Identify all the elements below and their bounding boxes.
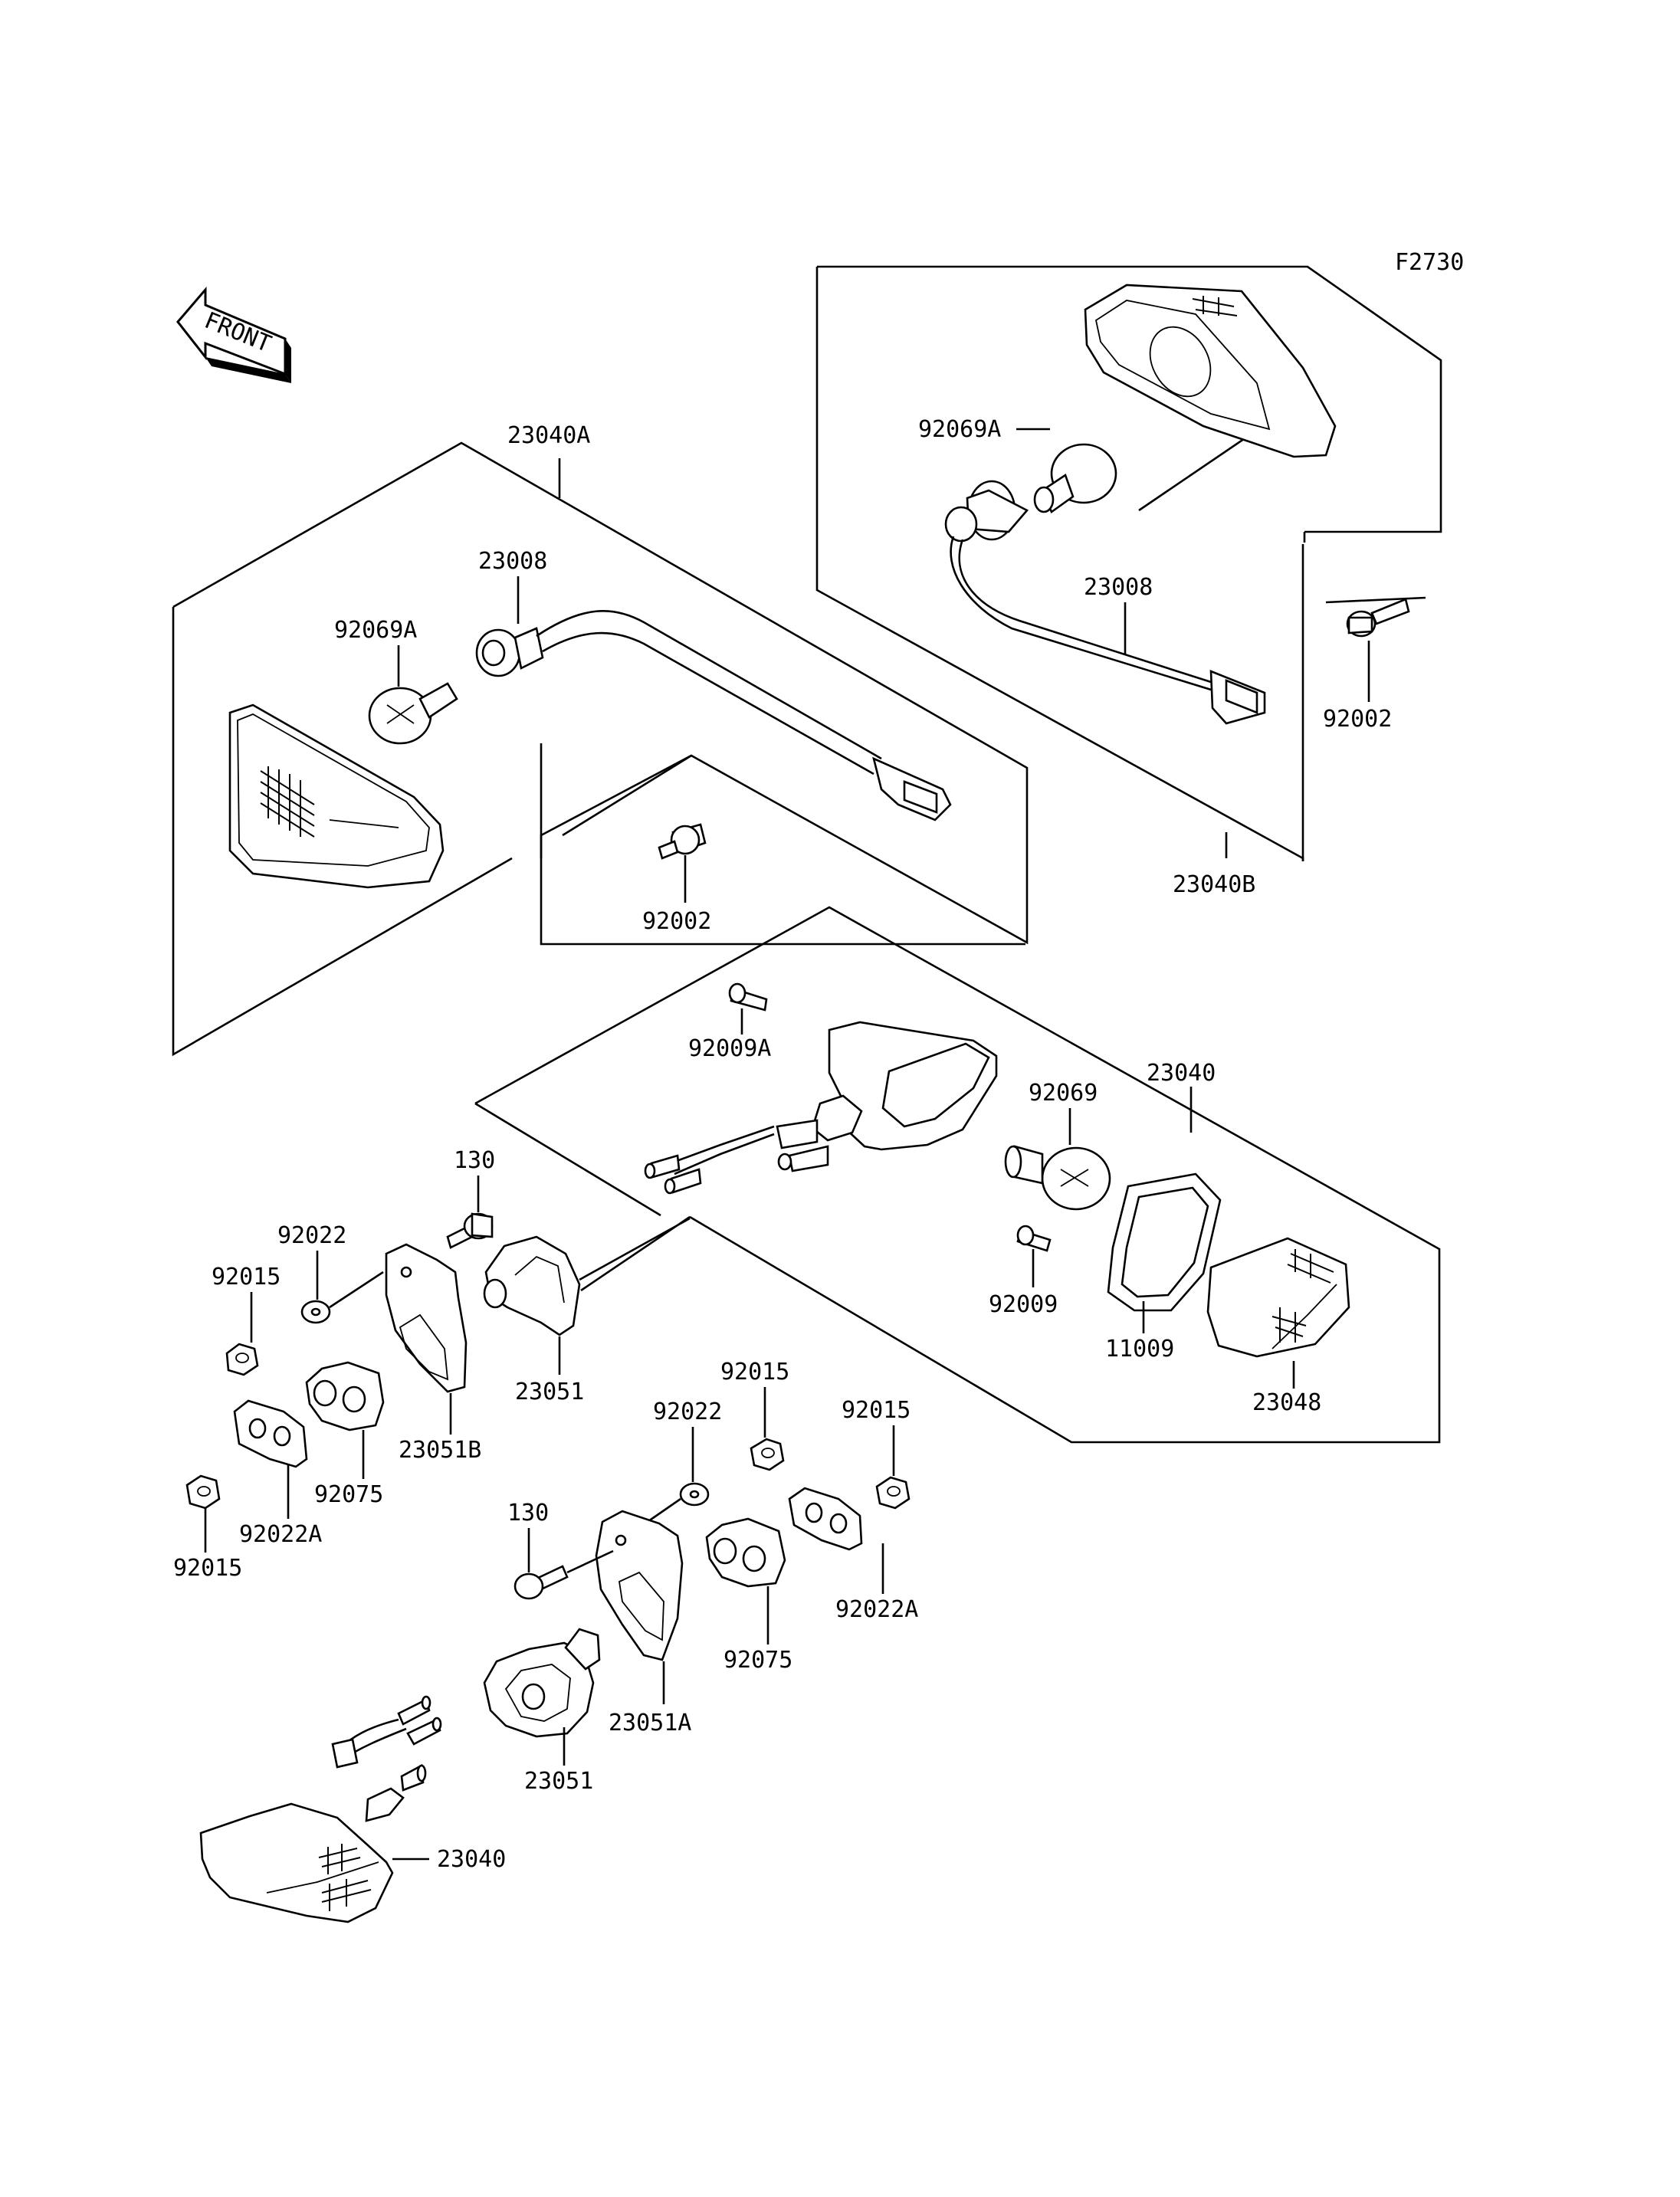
- frame-turn-signal-front-right: [815, 265, 1442, 861]
- callout-23040A: 23040A: [507, 422, 590, 449]
- callout-92015-upper-b: 92015: [173, 1555, 242, 1582]
- callout-23008-left: 23008: [478, 548, 547, 575]
- callout-23040-rear: 23040: [1147, 1060, 1216, 1087]
- callout-92022-upper: 92022: [277, 1222, 346, 1249]
- turn-signal-front-right-lamp: [1084, 284, 1337, 458]
- lens: [1206, 1237, 1350, 1358]
- front-arrow-icon: FRONT: [176, 286, 291, 383]
- screw-rear-lens: [1016, 1225, 1052, 1252]
- callout-130-upper: 130: [454, 1147, 495, 1174]
- damper-lower: [705, 1517, 786, 1588]
- callout-92069: 92069: [1029, 1080, 1098, 1107]
- callout-23008-right: 23008: [1084, 574, 1153, 601]
- washer-upper: [300, 1271, 384, 1324]
- screw-rear-upper: [728, 982, 768, 1012]
- callout-92015-upper-a: 92015: [212, 1264, 281, 1290]
- callout-92022-lower: 92022: [653, 1399, 722, 1425]
- socket-front-left: [475, 610, 952, 821]
- turn-signal-rear-lower-lamp: [199, 1695, 442, 1923]
- callout-92022A-upper: 92022A: [239, 1521, 322, 1548]
- plate-upper: [233, 1399, 308, 1468]
- bolt-front-right: [1325, 596, 1426, 638]
- bolt-front-left: [658, 823, 707, 860]
- callout-23051-upper: 23051: [515, 1379, 584, 1405]
- callout-92015-lower-b: 92015: [842, 1397, 911, 1424]
- callout-92069A-right: 92069A: [918, 416, 1001, 443]
- callout-23040-lower: 23040: [437, 1846, 506, 1873]
- holder-upper: [483, 1217, 691, 1336]
- callout-11009: 11009: [1105, 1336, 1174, 1362]
- callout-92069A-left: 92069A: [334, 617, 417, 644]
- nut-upper-a: [225, 1343, 259, 1376]
- bolt-130-upper: [446, 1212, 494, 1249]
- bracket-b: [385, 1243, 468, 1393]
- callout-92075-lower: 92075: [724, 1647, 792, 1674]
- bulb-rear: [1004, 1145, 1111, 1211]
- bulb-front-right: [1033, 443, 1117, 513]
- callout-92009: 92009: [989, 1291, 1058, 1318]
- callout-130-lower: 130: [507, 1500, 549, 1526]
- turn-signal-front-left-lamp: [228, 703, 445, 889]
- callout-92009A: 92009A: [688, 1035, 771, 1062]
- socket-front-right: [944, 480, 1266, 725]
- callout-23051-lower: 23051: [524, 1768, 593, 1795]
- nut-upper-b: [185, 1474, 221, 1510]
- callout-92075-upper: 92075: [314, 1481, 383, 1508]
- callout-92015-lower-a: 92015: [720, 1359, 789, 1385]
- bulb-front-left: [368, 682, 458, 745]
- callout-23051A: 23051A: [609, 1710, 691, 1736]
- callout-23051B: 23051B: [399, 1437, 481, 1464]
- callout-23040B: 23040B: [1173, 871, 1255, 898]
- damper-upper: [305, 1361, 385, 1431]
- plate-lower: [788, 1487, 863, 1551]
- callout-92002-left: 92002: [642, 908, 711, 935]
- turn-signal-rear-lamp: [644, 1021, 998, 1195]
- gasket: [1107, 1172, 1222, 1312]
- nut-lower-a: [750, 1438, 785, 1471]
- callout-92022A-lower: 92022A: [835, 1596, 918, 1623]
- holder-lower: [483, 1628, 601, 1738]
- frame-turn-signal-rear: [474, 906, 1441, 1444]
- figure-code: F2730: [1395, 249, 1464, 276]
- callout-23048: 23048: [1252, 1389, 1321, 1416]
- bolt-130-lower: [514, 1549, 614, 1600]
- frame-turn-signal-front-left: [172, 441, 1029, 1057]
- nut-lower-b: [875, 1476, 911, 1510]
- callout-92002-right: 92002: [1323, 706, 1392, 733]
- bracket-a: [595, 1510, 684, 1661]
